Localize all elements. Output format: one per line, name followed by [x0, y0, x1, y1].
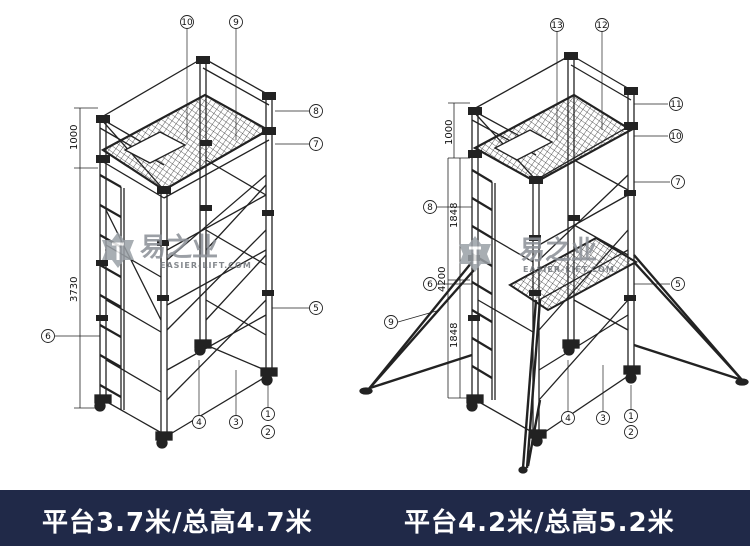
right-dim-top: 1000 — [444, 120, 455, 145]
callout-leaders — [55, 29, 670, 416]
left-callout-label: 3 — [233, 418, 239, 428]
right-callout-9: 9 — [384, 315, 398, 329]
left-callout-label: 5 — [313, 304, 319, 314]
left-callout-2: 2 — [261, 425, 275, 439]
left-callout-6: 6 — [41, 329, 55, 343]
right-callout-4: 4 — [561, 411, 575, 425]
scaffold-diagrams-svg: 1000 3730 1000 1848 4200 1848 易之业 EA — [41, 15, 749, 474]
right-callout-label: 4 — [565, 414, 571, 424]
right-dim-upper: 1848 — [449, 203, 460, 228]
left-callout-label: 2 — [265, 428, 271, 438]
left-scaffold-drawing — [94, 56, 278, 449]
left-callout-label: 10 — [181, 18, 193, 28]
left-callout-1: 1 — [261, 407, 275, 421]
left-callout-4: 4 — [192, 415, 206, 429]
right-callout-label: 9 — [388, 318, 394, 328]
right-callout-2: 2 — [624, 425, 638, 439]
left-callout-label: 4 — [196, 418, 202, 428]
left-dimension-lines — [74, 107, 98, 409]
right-callout-label: 12 — [596, 21, 607, 31]
right-watermark-logo-icon — [459, 236, 491, 272]
right-callout-7: 7 — [671, 175, 685, 189]
left-watermark-en: EASIER-LIFT.COM — [160, 261, 252, 270]
left-callout-label: 6 — [45, 332, 51, 342]
right-callout-13: 13 — [550, 18, 564, 32]
left-callout-8: 8 — [309, 104, 323, 118]
left-callout-3: 3 — [229, 415, 243, 429]
right-callout-12: 12 — [595, 18, 609, 32]
left-watermark-logo-icon — [102, 232, 134, 268]
right-watermark-en: EASIER-LIFT.COM — [523, 265, 615, 274]
diagram-area: 1000 3730 1000 1848 4200 1848 易之业 EA — [41, 15, 749, 474]
right-callout-label: 6 — [427, 280, 433, 290]
left-dim-main: 3730 — [69, 277, 80, 302]
right-callout-11: 11 — [669, 97, 683, 111]
right-callout-label: 7 — [675, 178, 681, 188]
right-callout-5: 5 — [671, 277, 685, 291]
right-callout-label: 5 — [675, 280, 681, 290]
right-callout-10: 10 — [669, 129, 683, 143]
right-callout-label: 3 — [600, 414, 606, 424]
right-callout-label: 2 — [628, 428, 634, 438]
left-callout-7: 7 — [309, 137, 323, 151]
right-dim-lower: 1848 — [449, 323, 460, 348]
right-callout-label: 8 — [427, 203, 433, 213]
left-callout-9: 9 — [229, 15, 243, 29]
right-callout-label: 13 — [551, 21, 562, 31]
caption-bar: 平台3.7米/总高4.7米 平台4.2米/总高5.2米 — [0, 490, 750, 546]
left-callout-label: 9 — [233, 18, 239, 28]
caption-left: 平台3.7米/总高4.7米 — [42, 508, 313, 538]
right-watermark: 易之业 EASIER-LIFT.COM — [459, 235, 615, 274]
left-watermark: 易之业 EASIER-LIFT.COM — [102, 232, 252, 270]
left-callout-label: 8 — [313, 107, 319, 117]
right-callout-1: 1 — [624, 409, 638, 423]
right-callout-8: 8 — [423, 200, 437, 214]
left-callout-label: 7 — [313, 140, 319, 150]
left-callout-label: 1 — [265, 410, 271, 420]
right-callout-label: 1 — [628, 412, 634, 422]
right-callout-6: 6 — [423, 277, 437, 291]
left-callout-5: 5 — [309, 301, 323, 315]
left-callout-10: 10 — [180, 15, 194, 29]
right-dim-total: 4200 — [437, 267, 448, 292]
right-dimension-lines — [447, 102, 470, 399]
right-callout-label: 11 — [670, 100, 681, 110]
right-scaffold-drawing — [359, 52, 749, 474]
right-callout-label: 10 — [670, 132, 682, 142]
left-watermark-cn: 易之业 — [140, 232, 218, 263]
left-dim-top: 1000 — [69, 125, 80, 150]
right-watermark-cn: 易之业 — [519, 235, 597, 266]
caption-right: 平台4.2米/总高5.2米 — [404, 508, 675, 538]
right-callout-3: 3 — [596, 411, 610, 425]
